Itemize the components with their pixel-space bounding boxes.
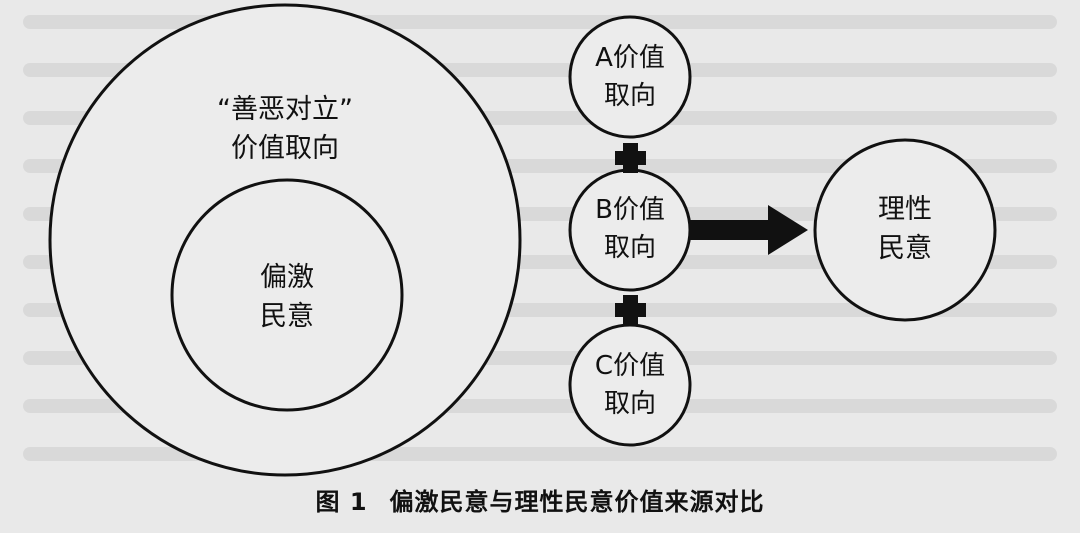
inner-circle xyxy=(170,178,404,412)
plus-icon-top xyxy=(615,143,646,173)
arrow-right-icon xyxy=(690,205,808,255)
source-a-label: A价值 取向 xyxy=(595,43,665,111)
outer-circle-label: “善恶对立” 价值取向 xyxy=(217,94,353,165)
source-a-circle xyxy=(568,15,692,139)
inner-circle-label: 偏激 民意 xyxy=(260,262,314,333)
plus-icon-bottom xyxy=(615,295,646,325)
source-c-label: C价值 取向 xyxy=(594,351,666,419)
rational-opinion-circle xyxy=(813,138,997,322)
result-circle-label: 理性 民意 xyxy=(878,194,932,265)
figure-number: 图 1 xyxy=(315,488,368,516)
figure-title: 偏激民意与理性民意价值来源对比 xyxy=(389,488,765,516)
source-b-label: B价值 取向 xyxy=(595,195,665,263)
figure-caption: 图 1 偏激民意与理性民意价值来源对比 xyxy=(0,482,1080,517)
